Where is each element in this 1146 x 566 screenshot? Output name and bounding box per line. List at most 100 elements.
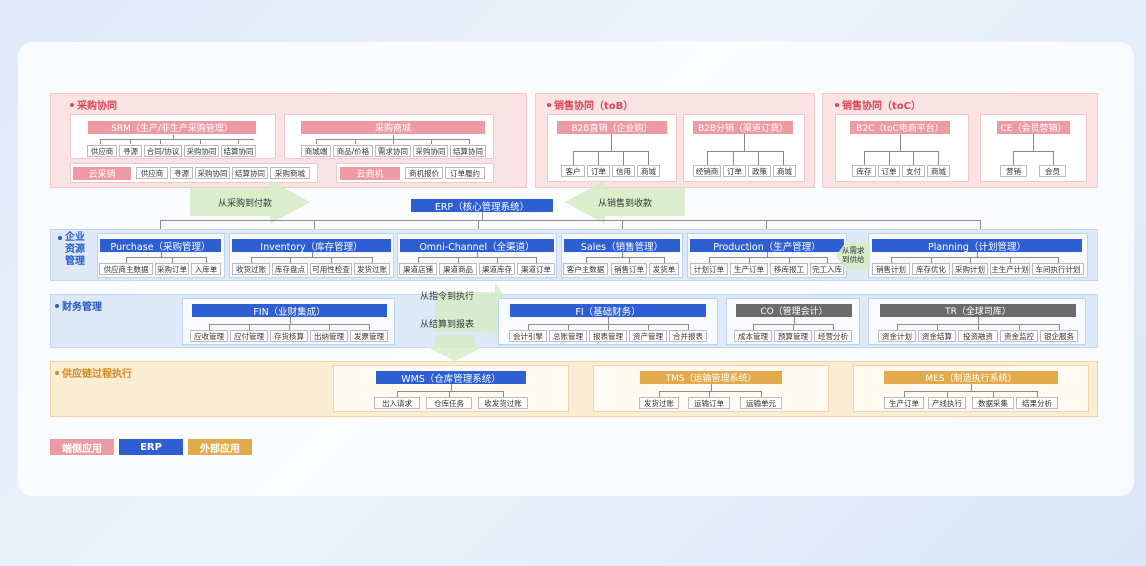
mes-item: 产线执行 [928, 397, 966, 409]
erp-module-item: 渠道订单 [517, 263, 555, 275]
erp-module-item: 车间执行计划 [1032, 263, 1084, 275]
tms-item: 发货过账 [639, 397, 679, 409]
wms-item: 仓库任务 [426, 397, 472, 409]
srm-item: 寻源 [119, 145, 142, 157]
erp-module-header: Inventory（库存管理） [232, 239, 391, 252]
co-item: 经营分析 [814, 330, 852, 342]
mes-header: MES（制造执行系统） [884, 371, 1058, 384]
srm-item: 供应商 [87, 145, 117, 157]
erp-module-item: 可用性检查 [310, 263, 352, 275]
b2b-dist-item: 经销商 [693, 165, 721, 177]
legend-edge: 端侧应用 [50, 439, 114, 455]
erp-module-header: Omni-Channel（全渠道） [400, 239, 554, 252]
srm-item: 采购协同 [184, 145, 219, 157]
b2c-header: B2C（toC电商平台） [850, 121, 950, 134]
cloud-biz-header: 云商机 [340, 167, 400, 180]
cloud-biz-item: 商机报价 [405, 167, 443, 179]
tms-item: 运输单元 [740, 397, 782, 409]
erp-module-item: 入库单 [191, 263, 221, 275]
tr-item: 资金结算 [918, 330, 956, 342]
settle-to-report-label: 从结算到报表 [420, 320, 475, 330]
erp-module-item: 发货单 [649, 263, 679, 275]
fi-item: 资产管理 [629, 330, 667, 342]
erp-module-item: 供应商主数据 [99, 263, 153, 275]
erp-module-item: 完工入库 [810, 263, 844, 275]
cloud-purchase-header: 云采销 [73, 167, 131, 180]
erp-module-item: 渠道店铺 [399, 263, 437, 275]
erp-module-item: 销售订单 [611, 263, 647, 275]
fi-item: 报表管理 [589, 330, 627, 342]
erp-module-item: 库存盘点 [272, 263, 308, 275]
fin-item: 出纳管理 [310, 330, 348, 342]
sales-tob-title: 销售协同（toB） [547, 97, 633, 112]
mall-item: 结算协同 [450, 145, 486, 157]
b2c-item: 支付 [902, 165, 925, 177]
legend-external: 外部应用 [188, 439, 252, 455]
demand-supply-arrow [836, 236, 870, 276]
b2b-dist-item: 商城 [773, 165, 796, 177]
fin-item: 发票管理 [350, 330, 388, 342]
wms-header: WMS（仓库管理系统） [376, 371, 526, 384]
co-item: 成本管理 [734, 330, 772, 342]
erp-module-header: Purchase（采购管理） [100, 239, 221, 252]
instruction-flow-arrow [435, 282, 515, 342]
b2b-direct-header: B2B直销（企业购） [557, 121, 667, 134]
fi-item: 合并报表 [669, 330, 707, 342]
ce-item: 会员 [1039, 165, 1066, 177]
b2b-direct-item: 商城 [637, 165, 660, 177]
fin-item: 存货核算 [270, 330, 308, 342]
purchase-flow-arrow [190, 180, 310, 224]
fin-header: FIN（业财集成） [192, 304, 387, 317]
down-arrow [427, 335, 483, 361]
erp-module-item: 采购计划 [952, 263, 988, 275]
srm-header: SRM（生产/非生产采购管理） [88, 121, 256, 134]
cloud-purchase-item: 供应商 [136, 167, 168, 179]
erp-module-header: Planning（计划管理） [872, 239, 1082, 252]
tr-item: 银企服务 [1040, 330, 1078, 342]
b2b-direct-item: 订单 [587, 165, 610, 177]
erp-module-item: 渠道商品 [439, 263, 477, 275]
erp-module-item: 收货过账 [232, 263, 270, 275]
b2c-item: 商城 [927, 165, 950, 177]
mall-item: 需求协同 [375, 145, 411, 157]
purchase-to-pay-label: 从采购到付款 [218, 199, 273, 209]
mall-header: 采购商城 [301, 121, 485, 134]
wms-item: 收发货过账 [478, 397, 528, 409]
co-header: CO（管理会计） [736, 304, 852, 317]
erp-module-item: 库存优化 [912, 263, 950, 275]
tr-item: 资金监控 [1000, 330, 1038, 342]
srm-item: 合同/协议 [144, 145, 182, 157]
mall-item: 商城端 [301, 145, 331, 157]
cloud-purchase-item: 采购协同 [195, 167, 230, 179]
tr-header: TR（全球司库） [880, 304, 1076, 317]
finance-title: 财务管理 [55, 298, 102, 313]
ce-item: 营销 [1000, 165, 1027, 177]
mes-item: 生产订单 [884, 397, 924, 409]
mes-item: 数据采集 [972, 397, 1014, 409]
ce-header: CE（会员营销） [997, 121, 1070, 134]
erp-module-item: 渠道库存 [479, 263, 515, 275]
instruction-to-exec-label: 从指令到执行 [420, 292, 475, 302]
fi-header: FI（基础财务） [510, 304, 706, 317]
fin-item: 应付管理 [230, 330, 268, 342]
cloud-purchase-item: 采购商城 [270, 167, 310, 179]
procurement-title: 采购协同 [70, 97, 117, 112]
b2c-item: 订单 [878, 165, 900, 177]
mall-item: 采购协同 [413, 145, 448, 157]
erp-module-item: 主生产计划 [990, 263, 1030, 275]
b2c-item: 库存 [852, 165, 876, 177]
erp-module-item: 客户主数据 [563, 263, 608, 275]
b2b-direct-item: 信用 [612, 165, 635, 177]
b2b-dist-header: B2B分销（渠道订货） [693, 121, 793, 134]
tms-header: TMS（运输管理系统） [640, 371, 782, 384]
cloud-biz-item: 订单履约 [445, 167, 485, 179]
b2b-dist-item: 政策 [748, 165, 771, 177]
cloud-purchase-item: 结算协同 [232, 167, 268, 179]
erp-module-item: 计划订单 [690, 263, 728, 275]
supply-chain-title: 供应链过程执行 [55, 365, 132, 380]
erp-module-item: 移库报工 [770, 263, 808, 275]
tr-item: 资金计划 [878, 330, 916, 342]
erp-module-header: Production（生产管理） [690, 239, 844, 252]
erp-core-header: ERP（核心管理系统） [411, 199, 553, 212]
mes-item: 结果分析 [1016, 397, 1058, 409]
